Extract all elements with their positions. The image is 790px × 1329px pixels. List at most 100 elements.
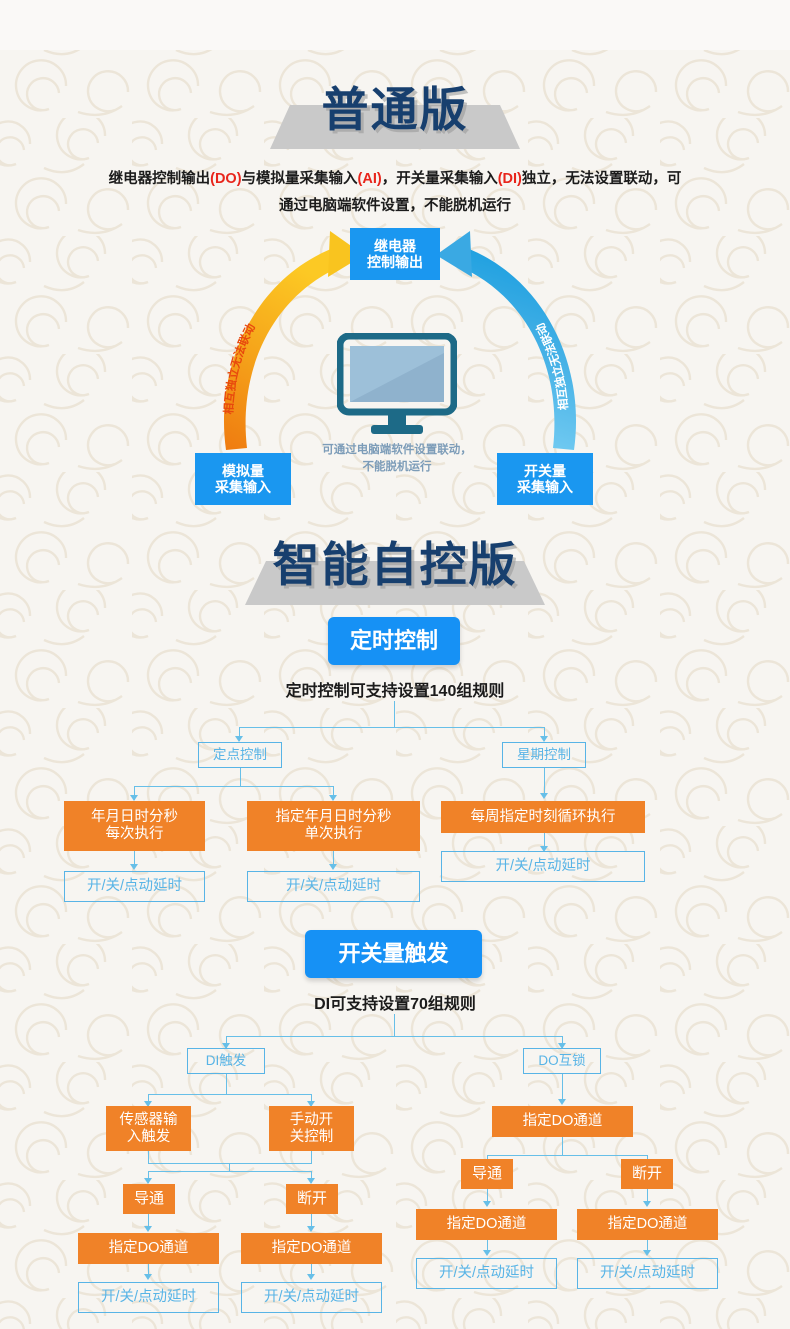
di-line-stem <box>394 1014 395 1036</box>
dol-arrow-stem <box>558 1099 566 1105</box>
di-branch-dolock[interactable]: DO互锁 <box>523 1048 601 1074</box>
dit-line-bus <box>148 1094 312 1095</box>
timer-control-button-label: 定时控制 <box>349 628 438 654</box>
wk-child-cycle-label: 每周指定时刻循环执行 <box>470 808 616 825</box>
dit-do-channel-1[interactable]: 指定DO通道 <box>78 1233 219 1264</box>
dol-do-channel-1[interactable]: 指定DO通道 <box>416 1209 557 1240</box>
dit-state-bus <box>148 1171 312 1172</box>
wk-leaf-1-label: 开/关/点动延时 <box>495 858 591 875</box>
dit-state-off-label: 断开 <box>296 1190 327 1208</box>
dol-leaf-2[interactable]: 开/关/点动延时 <box>577 1258 718 1289</box>
section-title-ordinary-label: 普通版 <box>321 83 469 138</box>
fp-leaf-2[interactable]: 开/关/点动延时 <box>247 871 420 902</box>
dit-state-r <box>311 1171 312 1183</box>
fp-line-c2 <box>333 786 334 800</box>
dol-leaf-arrow-r <box>643 1250 651 1256</box>
cycle-arrows: 相互独立无法联动 相互独立无法联动 <box>221 231 577 450</box>
fp-line-bus <box>134 786 334 787</box>
section-title-smart-label: 智能自控版 <box>272 538 518 593</box>
node-switch-input[interactable]: 开关量采集输入 <box>497 453 593 505</box>
fp-child-once[interactable]: 指定年月日时分秒单次执行 <box>247 801 420 851</box>
section1-paragraph-line1: 继电器控制输出(DO)与模拟量采集输入(AI)，开关量采集输入(DI)独立，无法… <box>0 166 790 193</box>
wk-leaf-1[interactable]: 开/关/点动延时 <box>441 851 645 882</box>
di-line-to-left <box>226 1036 227 1048</box>
monitor-caption: 可通过电脑端软件设置联动， 不能脱机运行 <box>297 442 497 476</box>
dol-state-on[interactable]: 导通 <box>461 1159 513 1189</box>
di-trigger-button[interactable]: 开关量触发 <box>305 930 482 978</box>
dit-leaf-2[interactable]: 开/关/点动延时 <box>241 1282 382 1313</box>
timer-branch-fixedpoint[interactable]: 定点控制 <box>198 742 282 768</box>
dol-do-channel-1-label: 指定DO通道 <box>446 1216 527 1233</box>
dol-state-off[interactable]: 断开 <box>621 1159 673 1189</box>
timer-subtitle: 定时控制可支持设置140组规则 <box>0 678 790 705</box>
dit-do-channel-2[interactable]: 指定DO通道 <box>241 1233 382 1264</box>
node-relay-output[interactable]: 继电器控制输出 <box>350 228 440 280</box>
dit-state-arrow-r <box>307 1178 315 1184</box>
dit-do-line-l <box>148 1214 149 1230</box>
timer-line-to-left <box>239 727 240 741</box>
para-seg-3: ，开关量采集输入 <box>381 171 498 187</box>
dit-state-on[interactable]: 导通 <box>123 1184 175 1214</box>
dit-state-arrow-l <box>144 1178 152 1184</box>
fp-arrow-c1 <box>130 795 138 801</box>
fp-leaf-1[interactable]: 开/关/点动延时 <box>64 871 205 902</box>
dol-leaf-2-label: 开/关/点动延时 <box>599 1265 696 1282</box>
fp-leaf-arrow-2 <box>329 864 337 870</box>
timer-line-stem <box>394 701 395 727</box>
di-branch-ditrigger[interactable]: DI触发 <box>187 1048 265 1074</box>
dol-do-channel-root[interactable]: 指定DO通道 <box>492 1106 633 1137</box>
fp-arrow-c2 <box>329 795 337 801</box>
dol-state-stem <box>562 1137 563 1155</box>
timer-arrow-left <box>235 736 243 742</box>
arrow-left-head <box>328 231 364 277</box>
di-arrow-right <box>558 1043 566 1049</box>
dol-state-on-label: 导通 <box>471 1165 502 1183</box>
dit-join-bus <box>148 1163 312 1164</box>
dit-do-channel-2-label: 指定DO通道 <box>271 1240 352 1257</box>
dol-state-off-label: 断开 <box>631 1165 662 1183</box>
dit-state-l <box>148 1171 149 1183</box>
node-analog-input-label: 模拟量采集输入 <box>215 462 271 495</box>
arrow-right-head <box>436 231 472 277</box>
dit-child-sensor[interactable]: 传感器输入触发 <box>106 1106 191 1151</box>
fp-child-every-label: 年月日时分秒每次执行 <box>91 809 178 842</box>
fp-line-c1 <box>134 786 135 800</box>
monitor-caption-line2: 不能脱机运行 <box>362 461 432 473</box>
fp-child-every[interactable]: 年月日时分秒每次执行 <box>64 801 205 851</box>
dit-state-off[interactable]: 断开 <box>286 1184 338 1214</box>
wk-child-cycle[interactable]: 每周指定时刻循环执行 <box>441 801 645 833</box>
section1-paragraph: 继电器控制输出(DO)与模拟量采集输入(AI)，开关量采集输入(DI)独立，无法… <box>0 166 790 220</box>
title-trapezoid-1 <box>270 105 520 149</box>
fp-child-once-label: 指定年月日时分秒单次执行 <box>275 809 392 842</box>
dit-leaf-line-l <box>148 1264 149 1278</box>
dol-leaf-1[interactable]: 开/关/点动延时 <box>416 1258 557 1289</box>
dit-do-arrow-r <box>307 1226 315 1232</box>
dit-child-manual[interactable]: 手动开关控制 <box>269 1106 354 1151</box>
dit-line-c1 <box>148 1094 149 1106</box>
wk-arrow-stem <box>540 793 548 799</box>
node-analog-input[interactable]: 模拟量采集输入 <box>195 453 291 505</box>
di-trigger-button-label: 开关量触发 <box>338 941 449 967</box>
dol-do-channel-2-label: 指定DO通道 <box>607 1216 688 1233</box>
para-seg-4: 独立，无法设置联动，可 <box>521 171 682 187</box>
timer-subtitle-label: 定时控制可支持设置140组规则 <box>285 683 505 700</box>
dit-do-channel-1-label: 指定DO通道 <box>108 1240 189 1257</box>
dol-do-line-l <box>487 1189 488 1205</box>
dit-arrow-c2 <box>307 1101 315 1107</box>
timer-branch-weekly[interactable]: 星期控制 <box>502 742 586 768</box>
di-arrow-left <box>222 1043 230 1049</box>
section-title-smart: 智能自控版 <box>0 528 790 614</box>
fp-leaf-line-2 <box>333 851 334 868</box>
section-title-ordinary: 普通版 <box>0 75 790 155</box>
fp-leaf-2-label: 开/关/点动延时 <box>285 878 382 895</box>
dol-do-channel-2[interactable]: 指定DO通道 <box>577 1209 718 1240</box>
di-line-bus <box>226 1036 563 1037</box>
timer-branch-fixedpoint-label: 定点控制 <box>213 747 267 763</box>
top-white-strip <box>0 0 790 50</box>
dol-do-line-r <box>647 1189 648 1205</box>
timer-control-button[interactable]: 定时控制 <box>328 617 460 665</box>
dit-leaf-1[interactable]: 开/关/点动延时 <box>78 1282 219 1313</box>
fp-line-stem <box>240 768 241 786</box>
timer-line-to-right <box>544 727 545 741</box>
